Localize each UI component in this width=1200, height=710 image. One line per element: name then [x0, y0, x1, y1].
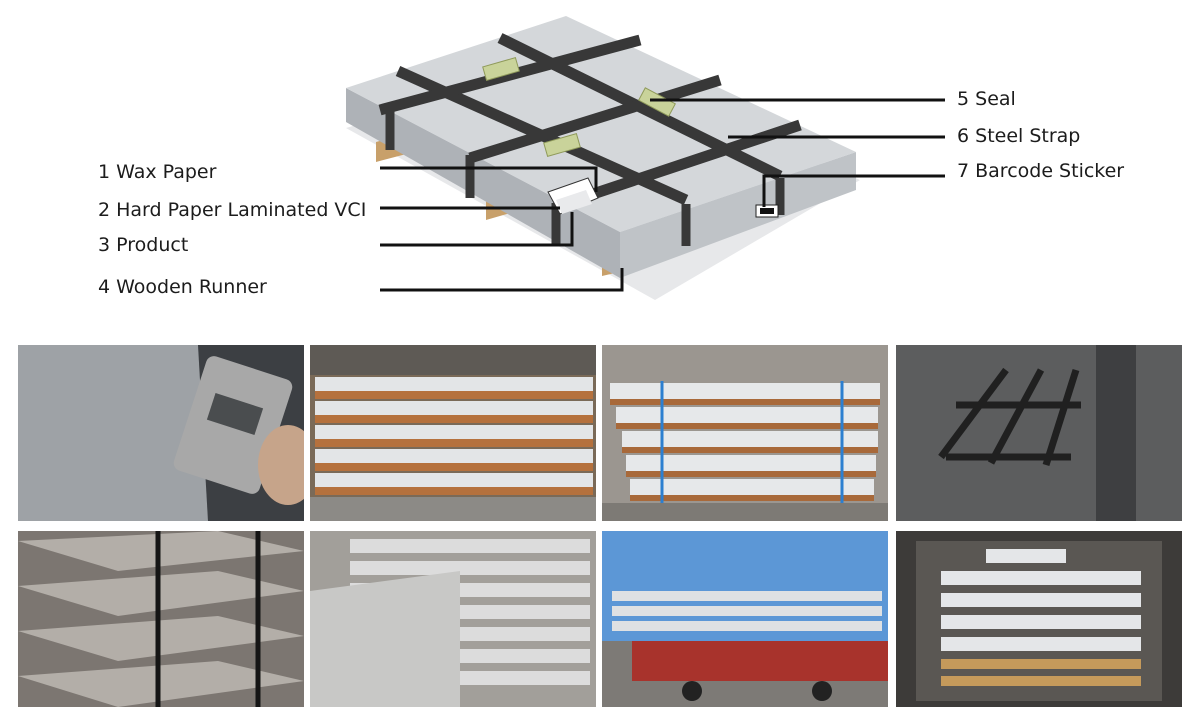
callout-wooden-runner: 4 Wooden Runner: [98, 276, 267, 298]
bundle-side-right: [620, 152, 856, 278]
callout-lines: [380, 98, 945, 292]
sheet-bundle-illustration: [346, 16, 945, 300]
photo-strapped-bundles-blue: [602, 345, 888, 521]
callout-steel-strap: 6 Steel Strap: [957, 125, 1081, 147]
callout-barcode-sticker: 7 Barcode Sticker: [957, 160, 1125, 182]
photo-wrapped-bundles: [18, 531, 304, 707]
packing-diagram: 1 Wax Paper 2 Hard Paper Laminated VCI 3…: [0, 0, 1200, 335]
seals: [482, 56, 676, 158]
bundle-top: [346, 16, 856, 232]
strap-side-drops: [385, 110, 785, 246]
callout-wax-paper: 1 Wax Paper: [98, 161, 217, 183]
photo-bare-sheet-stacks: [310, 531, 596, 707]
callout-product: 3 Product: [98, 234, 189, 256]
photo-truck-loading: [602, 531, 888, 707]
callout-seal: 5 Seal: [957, 88, 1016, 110]
photo-caliper-measurement: [18, 345, 304, 521]
callout-hard-paper-vci: 2 Hard Paper Laminated VCI: [98, 199, 367, 221]
photo-container-loading: [896, 531, 1182, 707]
photo-runner-frame: [896, 345, 1182, 521]
photo-stacked-bundles-warehouse: [310, 345, 596, 521]
